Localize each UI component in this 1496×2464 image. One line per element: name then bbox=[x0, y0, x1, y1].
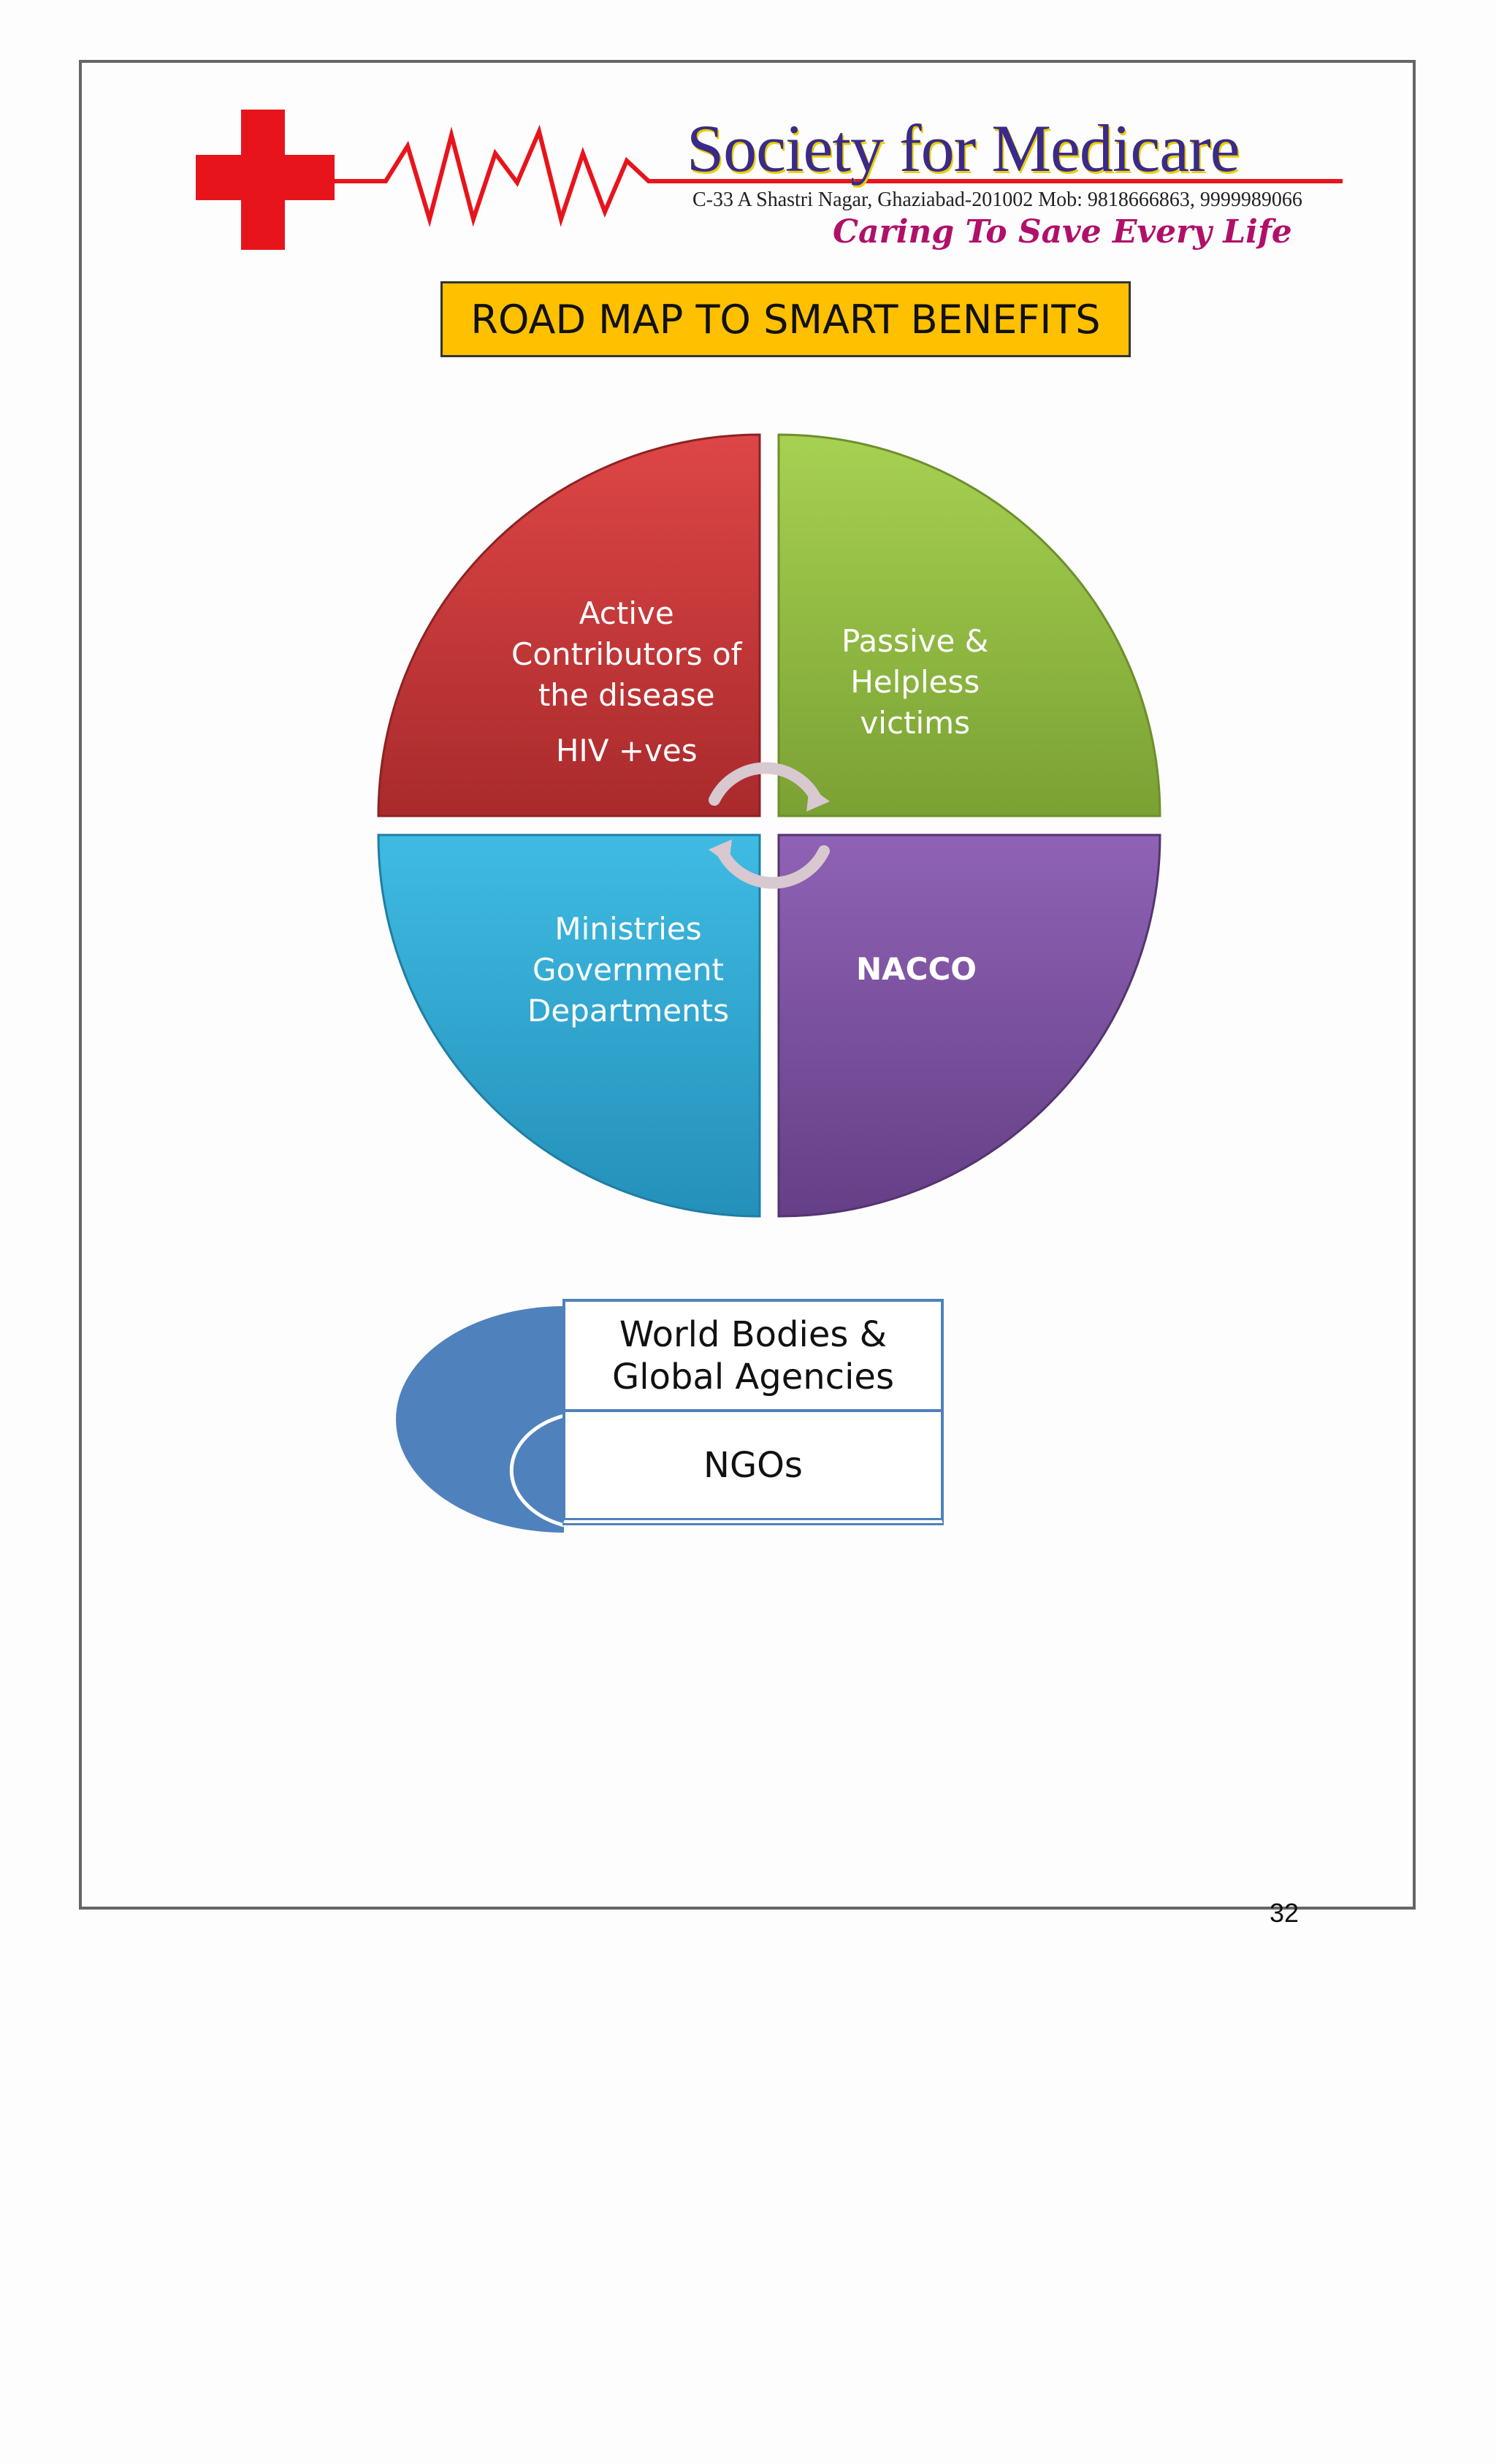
org-name: Society for Medicare bbox=[687, 111, 1240, 186]
label-line: Government bbox=[533, 952, 724, 988]
stack-item-world-bodies: World Bodies & Global Agencies bbox=[562, 1299, 944, 1412]
label-line: Ministries bbox=[554, 911, 702, 947]
quadrant-label-contributors: Active Contributors of the disease HIV +… bbox=[511, 593, 741, 771]
org-address: C-33 A Shastri Nagar, Ghaziabad-201002 M… bbox=[692, 188, 1302, 211]
quadrant-top-right bbox=[777, 433, 1161, 817]
label-line: Helpless bbox=[850, 664, 980, 700]
red-cross-ecg-icon bbox=[196, 110, 1343, 250]
quadrant-wheel bbox=[377, 433, 1161, 1218]
stack-arc bbox=[396, 1306, 565, 1533]
circular-arrows-icon bbox=[709, 762, 830, 889]
quadrant-bottom-right bbox=[777, 834, 1161, 1218]
label-line: NACCO bbox=[856, 951, 977, 987]
label-extra: HIV +ves bbox=[555, 733, 698, 768]
label-line: victims bbox=[860, 705, 970, 741]
label-line: Active bbox=[579, 595, 674, 631]
page-number: 32 bbox=[1270, 1898, 1300, 1928]
label-line: Contributors of bbox=[511, 636, 742, 672]
stacked-list: World Bodies & Global Agencies NGOs bbox=[199, 1299, 944, 1533]
stack-item-ngos: NGOs bbox=[562, 1409, 944, 1525]
quadrant-label-victims: Passive & Helpless victims bbox=[842, 621, 988, 744]
quadrant-bottom-left bbox=[377, 834, 761, 1218]
label-line: Departments bbox=[527, 993, 730, 1029]
quadrant-label-nacco: NACCO bbox=[856, 949, 977, 990]
label-line: Passive & bbox=[842, 623, 989, 659]
quadrant-label-ministries: Ministries Government Departments bbox=[527, 909, 729, 1031]
org-tagline: Caring To Save Every Life bbox=[833, 213, 1292, 251]
page-title: ROAD MAP TO SMART BENEFITS bbox=[440, 281, 1131, 357]
quadrant-top-left bbox=[377, 433, 761, 817]
label-line: the disease bbox=[538, 677, 715, 713]
